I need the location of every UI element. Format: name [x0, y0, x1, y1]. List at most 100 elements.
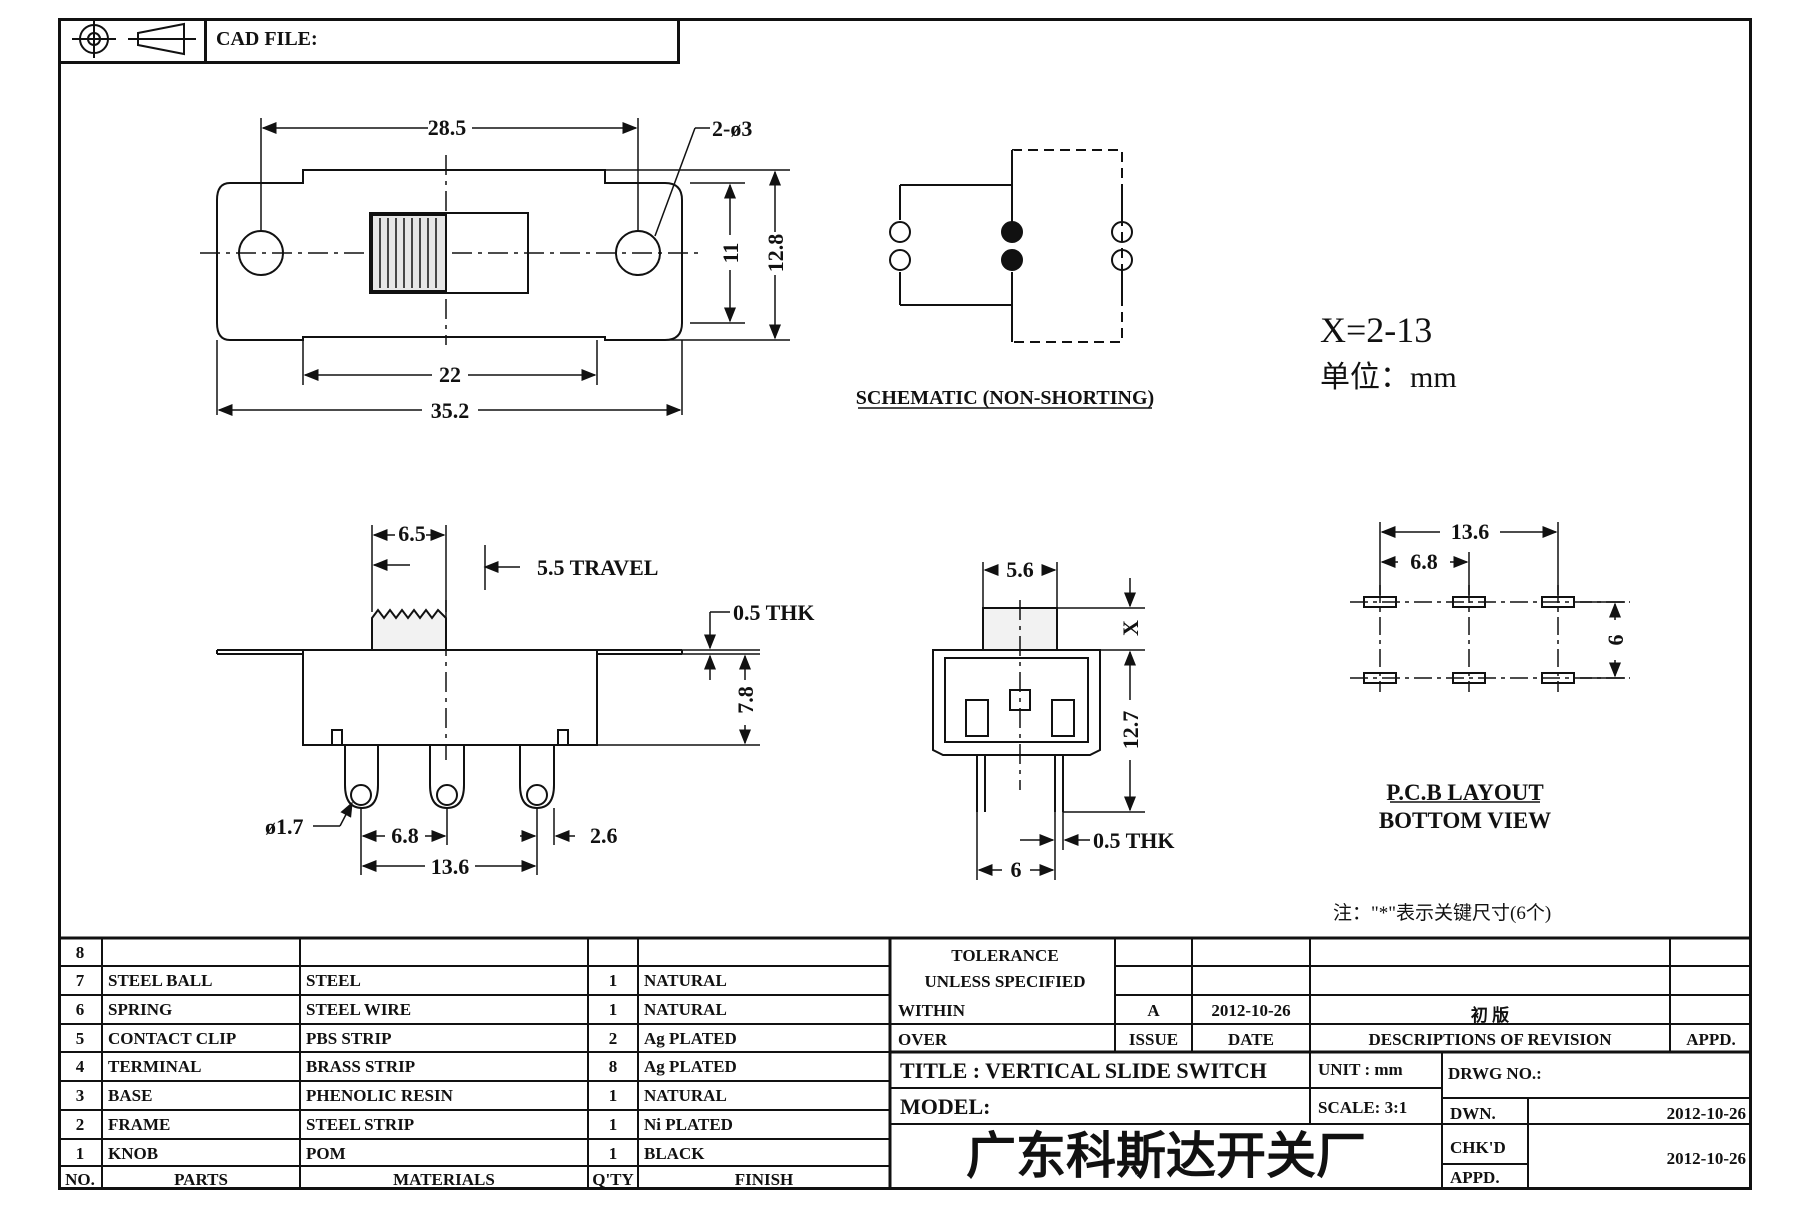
dim-2-6: 2.6	[590, 823, 618, 848]
model-label: MODEL:	[900, 1094, 991, 1119]
drawing-frame	[58, 18, 1752, 1190]
revision-value: 初 版	[1470, 1006, 1510, 1025]
slider-knob-side	[371, 608, 447, 651]
dim-28-5: 28.5	[428, 115, 467, 140]
tolerance-label: TOLERANCE	[951, 946, 1059, 965]
bom-header-materials: MATERIALS	[393, 1170, 495, 1189]
x-range: X=2-13	[1320, 310, 1432, 350]
bom-qty-cell: 1	[608, 1144, 618, 1163]
schematic-caption: SCHEMATIC (NON-SHORTING)	[856, 387, 1154, 409]
bom-finish-cell: BLACK	[644, 1144, 705, 1163]
bom-material-cell: POM	[306, 1144, 346, 1163]
date-value: 2012-10-26	[1211, 1001, 1291, 1020]
pcb-pad	[1541, 596, 1575, 608]
dim-7-8: 7.8	[733, 686, 758, 714]
issue-value: A	[1147, 1001, 1160, 1020]
dia-1-7: ø1.7	[265, 814, 304, 839]
date-label: DATE	[1228, 1030, 1274, 1049]
over-label: OVER	[898, 1030, 948, 1049]
dim-5-6: 5.6	[1006, 557, 1034, 582]
checked-label: CHK'D	[1450, 1138, 1506, 1157]
bom-finish-cell: NATURAL	[644, 1086, 727, 1105]
unless-specified-label: UNLESS SPECIFIED	[924, 972, 1086, 991]
dim-13-6-side: 13.6	[431, 854, 470, 879]
drawing-title: TITLE : VERTICAL SLIDE SWITCH	[900, 1058, 1267, 1083]
cad-header: CAD FILE:	[58, 18, 680, 64]
schematic	[858, 149, 1152, 409]
bom-header-no: NO.	[65, 1170, 95, 1189]
bom-no-cell: 8	[75, 943, 85, 962]
dim-6-8-side: 6.8	[391, 823, 419, 848]
bom-material-cell: PBS STRIP	[306, 1029, 392, 1048]
bom-part-cell: CONTACT CLIP	[108, 1029, 237, 1048]
pcb-pad	[1541, 672, 1575, 684]
bom-no-cell: 3	[75, 1086, 85, 1105]
bom-part-cell: BASE	[108, 1086, 153, 1105]
top-view	[200, 118, 790, 416]
bom-no-cell: 7	[75, 971, 85, 990]
bom-header-qty: Q'TY	[592, 1170, 634, 1189]
bom-finish-cell: NATURAL	[644, 971, 727, 990]
dim-35-2: 35.2	[431, 398, 470, 423]
bom-part-cell: TERMINAL	[108, 1057, 202, 1076]
bom-qty-cell: 8	[608, 1057, 618, 1076]
bom-header-parts: PARTS	[174, 1170, 228, 1189]
pcb-pad	[1363, 596, 1397, 608]
bom-no-cell: 5	[75, 1029, 85, 1048]
dim-6-end: 6	[1011, 857, 1022, 882]
issue-label: ISSUE	[1128, 1030, 1179, 1049]
bom-finish-cell: Ag PLATED	[644, 1057, 737, 1076]
drawing-number-label: DRWG NO.:	[1448, 1064, 1542, 1083]
bom-part-cell: KNOB	[108, 1144, 159, 1163]
pcb-pad	[1452, 672, 1486, 684]
third-angle-projection-icon	[72, 20, 196, 58]
bom-material-cell: STEEL	[306, 971, 361, 990]
checked-date: 2012-10-26	[1666, 1149, 1746, 1168]
drawn-label: DWN.	[1450, 1104, 1496, 1123]
key-dimension-note: 注："*"表示关键尺寸(6个)	[1333, 903, 1552, 924]
company-name: 广东科斯达开关厂	[966, 1127, 1366, 1185]
bom-no-cell: 6	[75, 1000, 85, 1019]
pcb-title: P.C.B LAYOUT	[1386, 780, 1543, 805]
bom-qty-cell: 1	[608, 971, 618, 990]
dim-2-holes: 2-ø3	[712, 116, 752, 141]
dim-6-8-pcb: 6.8	[1410, 549, 1438, 574]
bom-qty-cell: 1	[608, 1086, 618, 1105]
side-view	[216, 525, 760, 875]
slider-knob-top	[371, 214, 447, 292]
drawn-date: 2012-10-26	[1666, 1104, 1746, 1123]
travel-label: 5.5 TRAVEL	[537, 555, 658, 580]
dim-12-8: 12.8	[763, 234, 788, 273]
appd-revision-label: APPD.	[1686, 1030, 1736, 1049]
pcb-pad	[1363, 672, 1397, 684]
descriptions-label: DESCRIPTIONS OF REVISION	[1368, 1030, 1612, 1049]
bom-finish-cell: NATURAL	[644, 1000, 727, 1019]
bom-no-cell: 1	[75, 1144, 85, 1163]
bom-finish-cell: Ni PLATED	[644, 1115, 733, 1134]
pcb-subtitle: BOTTOM VIEW	[1379, 808, 1551, 833]
bom-material-cell: STEEL WIRE	[306, 1000, 412, 1019]
bom-no-cell: 4	[75, 1057, 85, 1076]
bom-qty-cell: 1	[608, 1000, 618, 1019]
bom-material-cell: STEEL STRIP	[306, 1115, 415, 1134]
unit-field: UNIT : mm	[1318, 1060, 1403, 1079]
dim-13-6-pcb: 13.6	[1451, 519, 1490, 544]
bom-part-cell: FRAME	[108, 1115, 171, 1134]
dim-11: 11	[718, 243, 743, 264]
bom-qty-cell: 1	[608, 1115, 618, 1134]
pcb-pad	[1452, 596, 1486, 608]
bom-part-cell: STEEL BALL	[108, 971, 213, 990]
pcb-layout	[1350, 522, 1630, 803]
within-label: WITHIN	[898, 1001, 966, 1020]
end-view	[932, 562, 1145, 880]
dim-12-7: 12.7	[1118, 711, 1143, 750]
unit-label: 单位：mm	[1320, 361, 1457, 394]
slot-outline	[369, 212, 529, 294]
dim-6-5: 6.5	[398, 521, 426, 546]
dim-22: 22	[439, 362, 461, 387]
bom-no-cell: 2	[75, 1115, 85, 1134]
thk-label-side: 0.5 THK	[733, 600, 815, 625]
thk-label-end: 0.5 THK	[1093, 828, 1175, 853]
bom-part-cell: SPRING	[108, 1000, 173, 1019]
